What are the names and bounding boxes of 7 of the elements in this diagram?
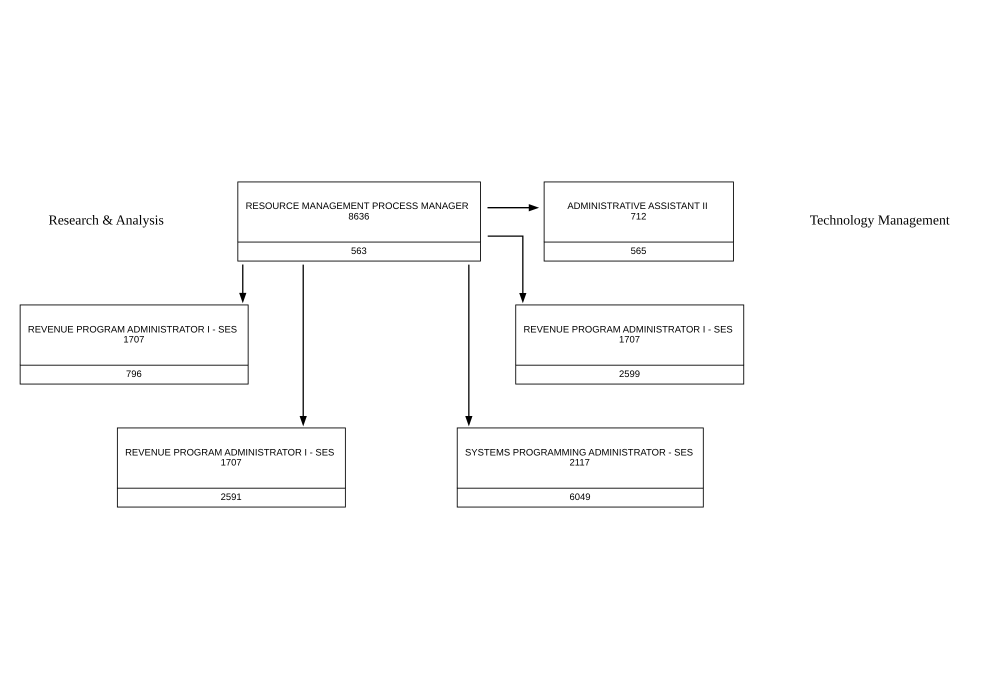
arrow	[488, 234, 526, 303]
arrow	[300, 264, 307, 426]
label: Technology Management	[810, 212, 950, 228]
arrow	[465, 264, 472, 426]
arrow	[488, 204, 540, 211]
label: Research & Analysis	[48, 212, 164, 228]
arrow	[239, 264, 246, 303]
